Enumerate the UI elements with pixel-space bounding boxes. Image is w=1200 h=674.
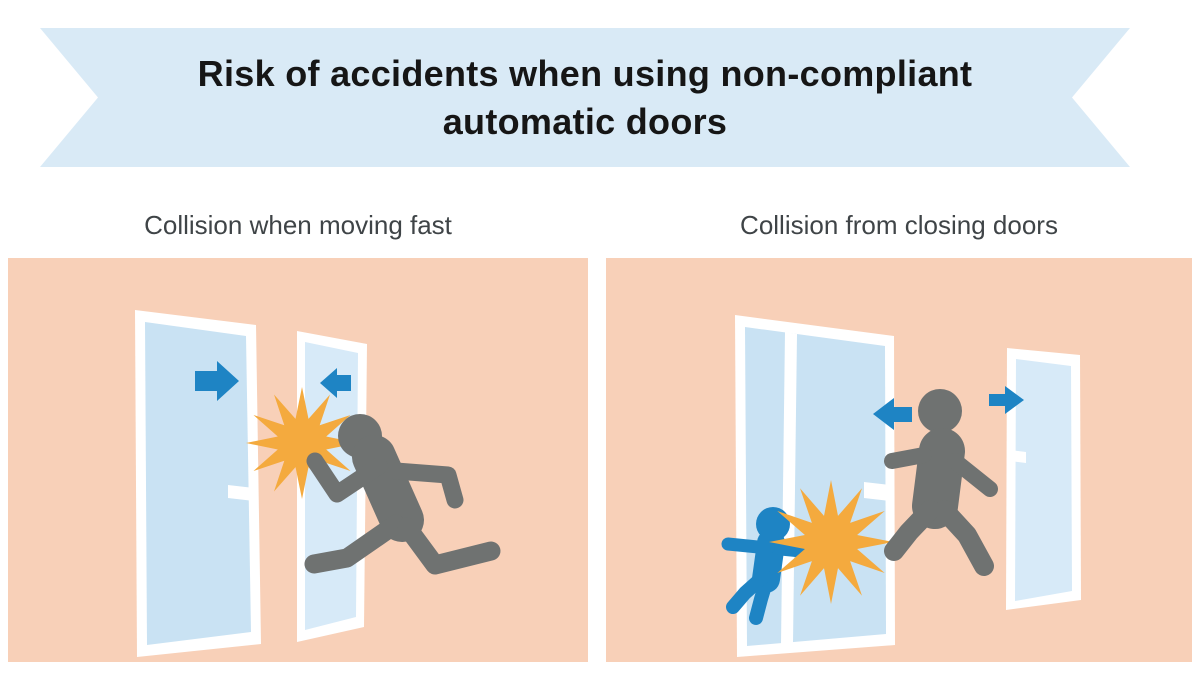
- sliding-door-left: [135, 310, 261, 657]
- arrow-left-icon: [320, 368, 351, 398]
- walker-front-arm: [884, 447, 932, 469]
- scene-child-collision: [606, 258, 1192, 662]
- arrow-right-icon: [989, 386, 1024, 414]
- running-person-icon: [304, 414, 501, 575]
- walker-back-arm: [947, 453, 998, 497]
- banner-title-line1: Risk of accidents when using non-complia…: [197, 52, 973, 94]
- collision-starburst-icon: [246, 387, 358, 499]
- runner-front-arm: [306, 452, 388, 503]
- arrow-left-icon: [873, 398, 912, 430]
- walking-person-icon: [884, 389, 998, 576]
- banner-title-line2: automatic doors: [442, 100, 728, 142]
- walker-front-leg: [884, 500, 940, 561]
- walker-torso: [912, 428, 965, 529]
- arrow-right-icon: [195, 361, 239, 401]
- sliding-door-narrow: [1006, 348, 1081, 610]
- collision-starburst-icon: [769, 480, 893, 604]
- illustration-panel-moving-fast: [8, 258, 588, 662]
- walker-back-leg: [934, 500, 994, 576]
- runner-back-leg: [397, 517, 501, 575]
- child-front-leg: [749, 572, 774, 625]
- scene-runner-collision: [8, 258, 588, 662]
- runner-back-arm: [387, 462, 464, 509]
- caption-collision-closing-doors: Collision from closing doors: [740, 210, 1058, 240]
- door-handle: [864, 482, 890, 501]
- title-banner: Risk of accidents when using non-complia…: [40, 28, 1130, 167]
- caption-collision-moving-fast: Collision when moving fast: [144, 210, 452, 240]
- child-icon: [721, 507, 838, 625]
- door-handle: [228, 485, 254, 501]
- walker-head: [918, 389, 962, 433]
- door-glass: [1015, 359, 1072, 601]
- illustration-panel-closing-doors: [606, 258, 1192, 662]
- door-glass: [145, 322, 251, 645]
- runner-front-leg: [304, 514, 406, 574]
- child-back-arm: [721, 537, 775, 555]
- door-handle: [1010, 450, 1026, 463]
- child-back-leg: [726, 569, 771, 614]
